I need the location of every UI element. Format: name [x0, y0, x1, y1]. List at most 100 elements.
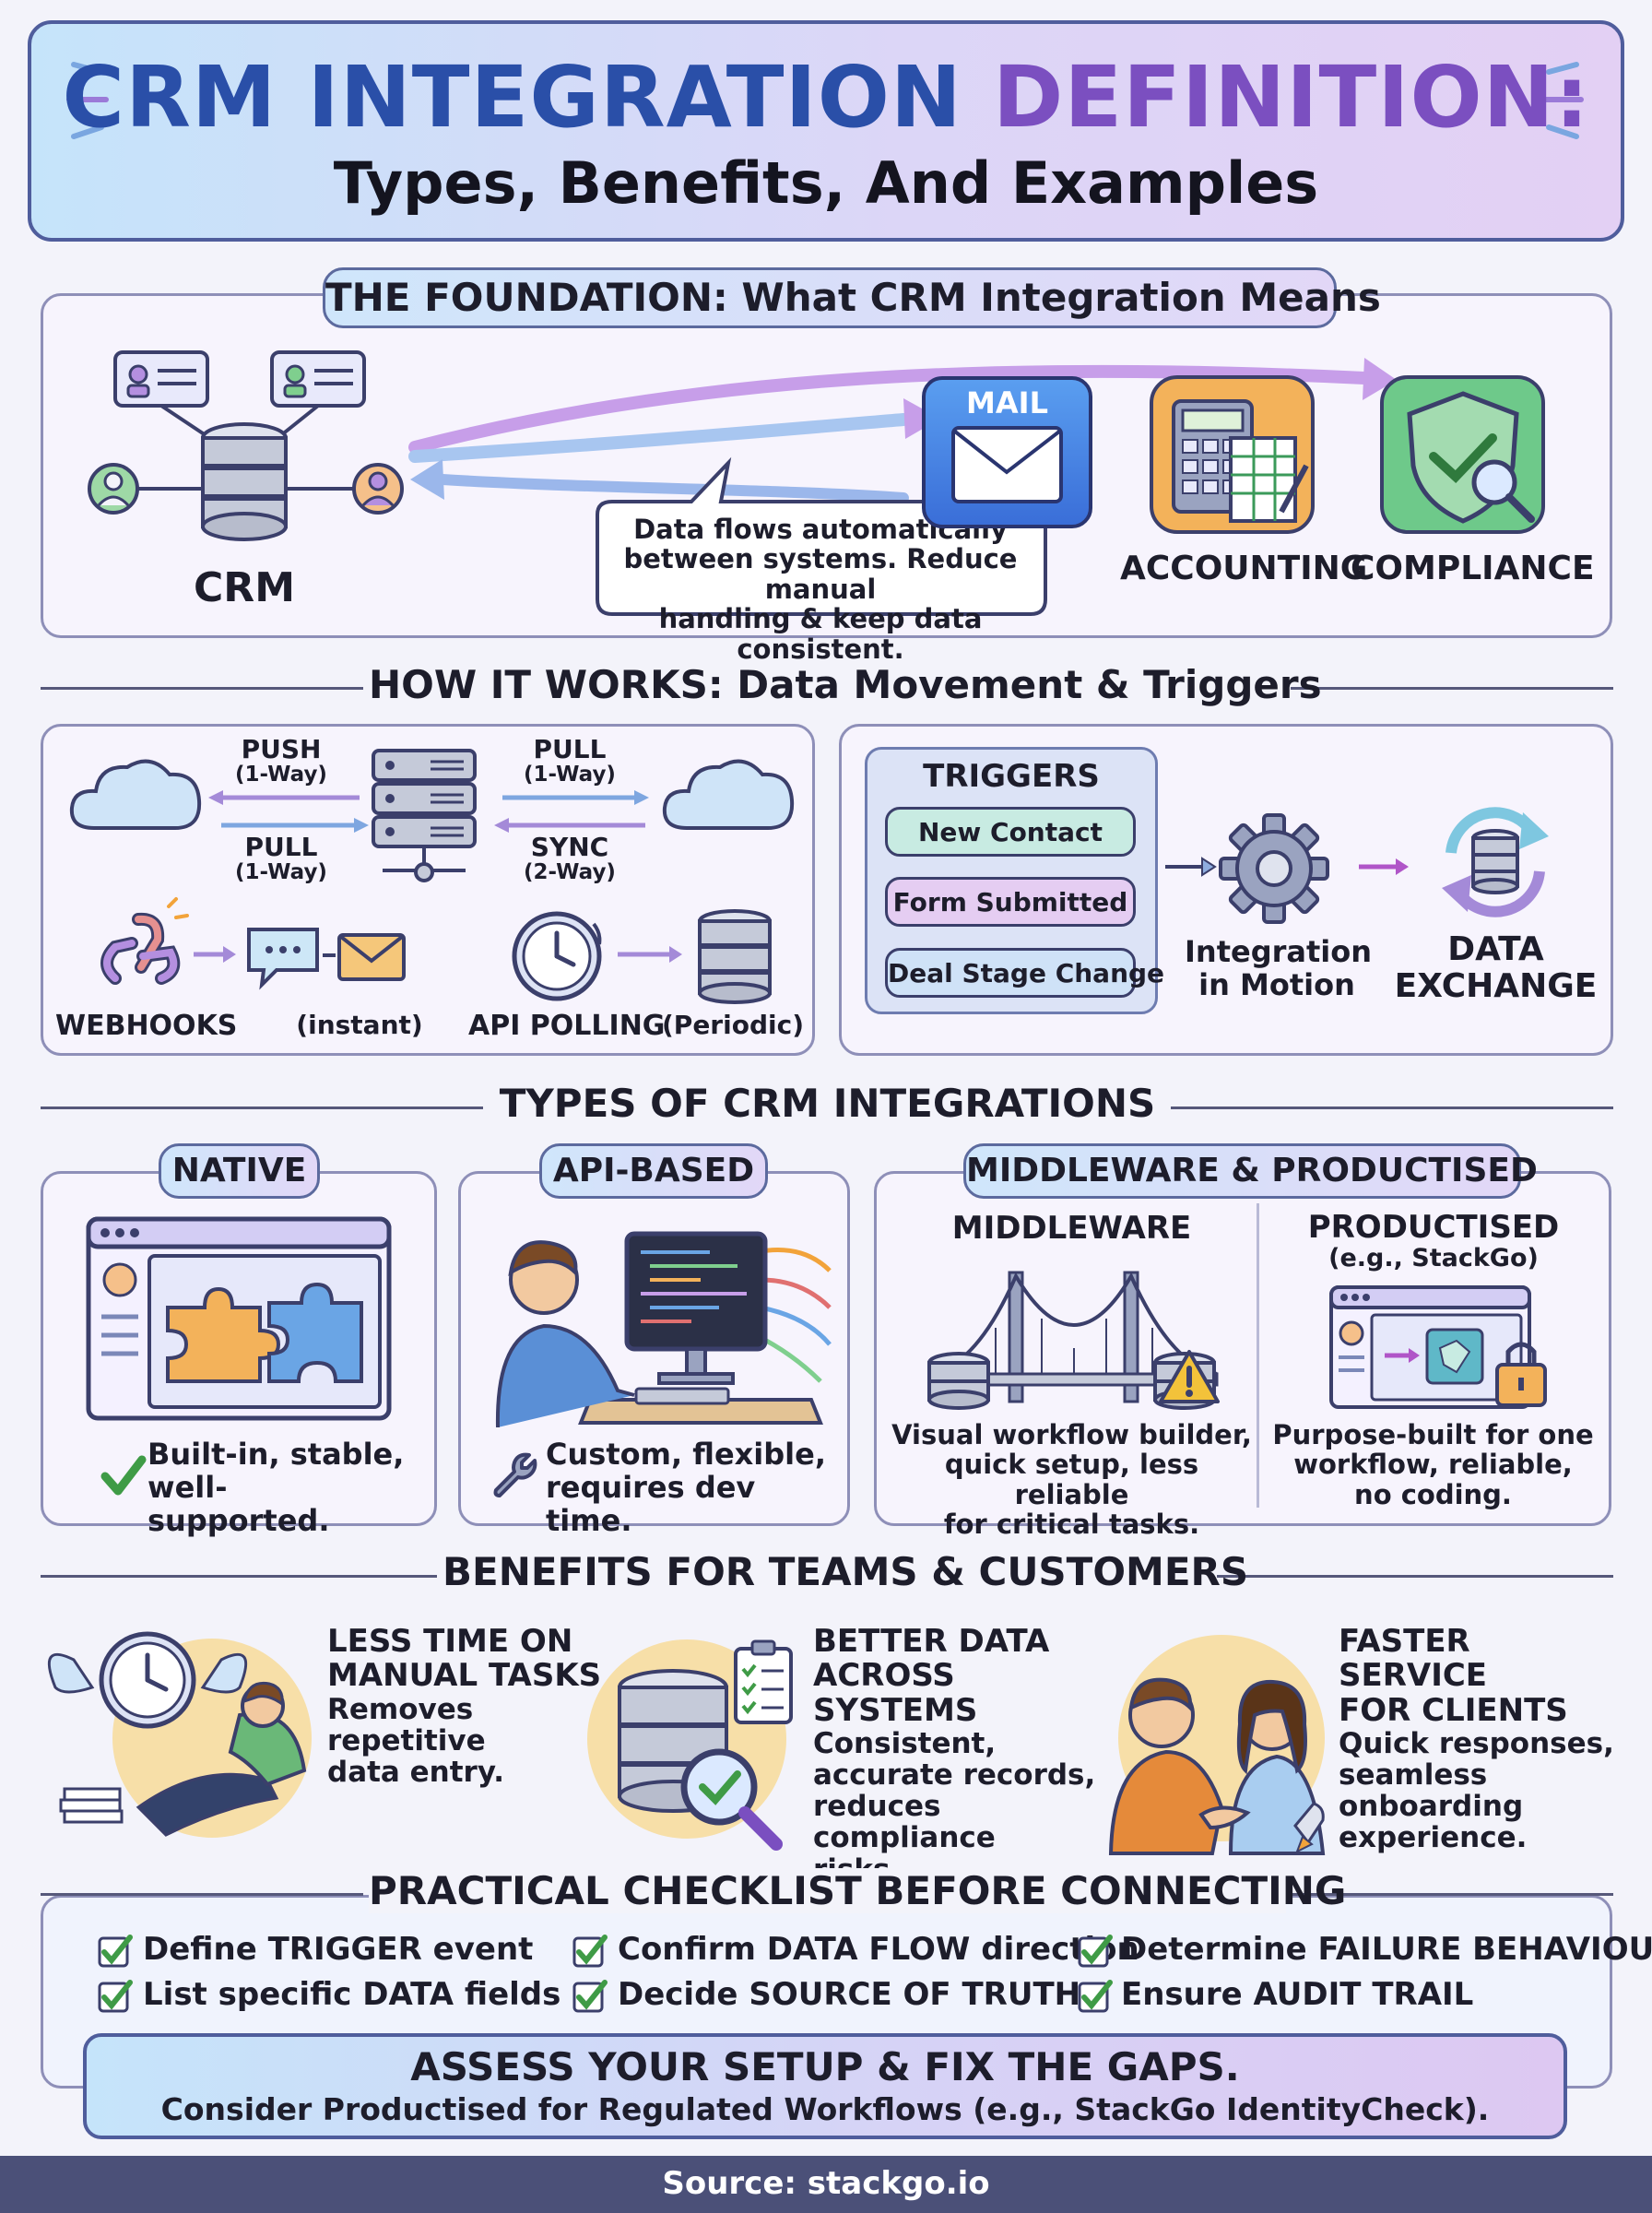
push-pull-arrows [208, 790, 649, 833]
data-exchange-label: DATA EXCHANGE [1392, 930, 1599, 1006]
cloud-icon-right [662, 759, 795, 830]
benefit-1-title-2: MANUAL TASKS [327, 1657, 602, 1695]
page-subtitle: Types, Benefits, And Examples [333, 149, 1319, 217]
server-icon [372, 749, 477, 882]
native-line-1: Built-in, stable, [148, 1437, 405, 1472]
benefits-divider-right [1217, 1575, 1613, 1578]
benefit-3-desc-2: seamless [1339, 1758, 1488, 1793]
how-it-works-heading: HOW IT WORKS: Data Movement & Triggers [369, 662, 1322, 707]
envelope-small-icon [323, 933, 406, 981]
benefit-3-text: FASTER SERVICE FOR CLIENTS Quick respons… [1339, 1623, 1624, 1855]
middleware-line-1: Visual workflow builder, [891, 1419, 1252, 1450]
how-divider-right [1291, 687, 1613, 690]
benefit-1-desc-2: repetitive [327, 1723, 486, 1757]
checklist-item-source-of-truth: Decide SOURCE OF TRUTH [618, 1976, 1081, 2013]
middleware-description: Visual workflow builder, quick setup, le… [890, 1420, 1254, 1540]
crm-label: CRM [194, 564, 295, 611]
api-description: Custom, flexible, requires dev time. [546, 1438, 841, 1537]
benefit-1-text: LESS TIME ON MANUAL TASKS Removes repeti… [327, 1624, 613, 1788]
foundation-bubble-text: Data flows automatically between systems… [597, 515, 1044, 665]
handshake-rocket-illustration [1108, 1635, 1326, 1855]
gear-icon [1219, 813, 1329, 924]
pull-bottom-title: PULL [244, 832, 318, 862]
checkbox-checked-icon [1078, 1935, 1113, 1968]
trigger-new-contact: New Contact [885, 807, 1136, 857]
benefit-3-desc-1: Quick responses, [1339, 1727, 1614, 1761]
benefit-3-title-1: FASTER SERVICE [1339, 1623, 1488, 1695]
checkbox-checked-icon [98, 1980, 133, 2013]
api-title: API-BASED [539, 1143, 768, 1199]
crm-cluster-illustration [88, 350, 404, 541]
api-line-2: requires dev time. [546, 1469, 756, 1538]
instant-arrow [194, 946, 236, 963]
checkbox-checked-icon [572, 1980, 608, 2013]
productised-title: PRODUCTISED [1307, 1209, 1560, 1246]
productised-subtitle: PRODUCTISED (e.g., StackGo) [1268, 1210, 1599, 1272]
checkbox-checked-icon [572, 1935, 608, 1968]
flying-clock-relaxing-person-illustration [47, 1631, 312, 1838]
data-exchange-line-1: DATA [1447, 930, 1544, 968]
compliance-label: COMPLIANCE [1351, 550, 1595, 587]
periodic-label: (Periodic) [662, 1010, 804, 1040]
benefit-2-text: BETTER DATA ACROSS SYSTEMS Consistent, a… [813, 1623, 1108, 1886]
polling-arrow [618, 946, 682, 963]
calculator-spreadsheet-icon [1150, 375, 1315, 534]
trigger-form-submitted: Form Submitted [885, 877, 1136, 927]
trigger-to-gear-arrow [1165, 857, 1217, 877]
checkbox-checked-icon [1078, 1980, 1113, 2013]
benefit-2-title-1: BETTER DATA [813, 1623, 1050, 1660]
pull-bottom-sub: (1-Way) [235, 860, 327, 885]
warning-icon [1159, 1350, 1220, 1403]
cloud-icon-left [69, 759, 202, 830]
triggers-title: TRIGGERS [923, 758, 1100, 795]
pull-top-label: PULL (1-Way) [510, 735, 630, 787]
pull-top-title: PULL [533, 734, 607, 764]
checklist-item-data-fields: List specific DATA fields [143, 1976, 561, 2013]
benefit-1-desc-1: Removes [327, 1692, 474, 1726]
how-divider-left [41, 687, 363, 690]
benefit-2-desc-1: Consistent, [813, 1727, 997, 1761]
middleware-subtitle: MIDDLEWARE [951, 1210, 1192, 1247]
api-line-1: Custom, flexible, [546, 1437, 826, 1472]
bridge-illustration [927, 1271, 1219, 1410]
chat-bubble-icon [247, 928, 319, 990]
instant-label: (instant) [296, 1010, 423, 1040]
checklist-divider-left [41, 1893, 363, 1896]
productised-line-3: no coding. [1354, 1478, 1512, 1510]
checkbox-checked-icon [98, 1935, 133, 1968]
benefit-3-title-2: FOR CLIENTS [1339, 1691, 1568, 1729]
sync-sub: (2-Way) [524, 860, 616, 885]
webhooks-label: WEBHOOKS [55, 1010, 238, 1042]
data-flow-arrows [408, 358, 1397, 503]
benefits-heading: BENEFITS FOR TEAMS & CUSTOMERS [442, 1549, 1249, 1594]
wrench-icon [493, 1452, 537, 1497]
database-small-icon [698, 909, 772, 1004]
cta-banner [83, 2033, 1567, 2139]
header-sparkles-right [1541, 62, 1584, 139]
types-heading: TYPES OF CRM INTEGRATIONS [499, 1081, 1156, 1126]
benefit-2-title-2: ACROSS SYSTEMS [813, 1657, 978, 1729]
data-exchange-icon [1442, 807, 1549, 917]
integration-in-motion-label: Integration in Motion [1185, 934, 1372, 1002]
page-title: CRM INTEGRATION DEFINITION: [0, 48, 1652, 147]
benefit-3-desc-4: experience. [1339, 1821, 1528, 1855]
sync-label: SYNC (2-Way) [510, 833, 630, 885]
pull-bottom-label: PULL (1-Way) [221, 833, 341, 885]
native-line-2: well-supported. [148, 1469, 330, 1538]
pull-top-sub: (1-Way) [524, 763, 616, 787]
middleware-productised-divider [1257, 1203, 1259, 1508]
shield-check-icon [1380, 375, 1545, 534]
page-title-part2: DEFINITION: [992, 48, 1590, 147]
envelope-icon [951, 426, 1063, 503]
benefits-divider-left [41, 1575, 437, 1578]
push-title: PUSH [241, 734, 322, 764]
integration-line-1: Integration [1185, 934, 1372, 969]
webhooks-icon [100, 897, 189, 985]
benefit-3-desc-3: onboarding [1339, 1790, 1524, 1824]
data-exchange-line-2: EXCHANGE [1394, 967, 1598, 1006]
productised-description: Purpose-built for one workflow, reliable… [1265, 1420, 1601, 1510]
checklist-item-trigger: Define TRIGGER event [143, 1931, 534, 1968]
native-title: NATIVE [159, 1143, 320, 1199]
cta-line-1: ASSESS YOUR SETUP & FIX THE GAPS. [410, 2044, 1240, 2089]
sync-title: SYNC [530, 832, 609, 862]
